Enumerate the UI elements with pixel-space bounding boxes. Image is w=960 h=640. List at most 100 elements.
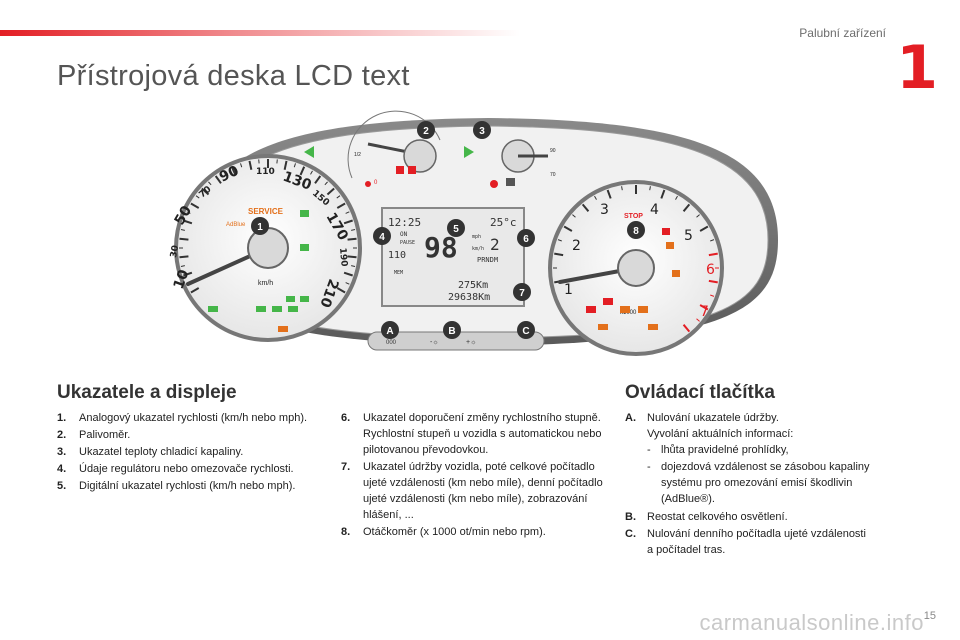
gauge-tick	[214, 175, 222, 184]
callout-3: 3	[479, 126, 485, 137]
callout-6: 6	[523, 234, 529, 245]
gauge-tick	[293, 163, 296, 168]
gauge-tick	[201, 187, 210, 196]
page-title: Přístrojová deska LCD text	[57, 60, 410, 92]
gauge-tick	[347, 255, 357, 259]
chapter-number: 1	[896, 33, 938, 103]
list-item: 4.Údaje regulátoru nebo omezovače rychlo…	[57, 463, 294, 475]
callouts: 1 2 3 4 5 6 7 8 A B C	[251, 121, 645, 339]
gauge-tick	[326, 187, 335, 196]
gauge-tick	[621, 186, 623, 191]
gauge-tick	[299, 166, 306, 176]
callout-c: C	[522, 326, 529, 337]
lcd-display: 12:25 25°c 98 mph km/h 2 PRNDM ON PAUSE …	[381, 207, 525, 307]
gauge-tick	[563, 225, 573, 232]
section-label: Palubní zařízení	[799, 26, 886, 40]
gauge-tick	[696, 214, 700, 218]
button-c-label: +☼	[466, 339, 477, 346]
list-item: A. Nulování ukazatele údržby.Vyvolání ak…	[625, 412, 870, 505]
tacho-warning-lights	[586, 228, 680, 330]
speedo-warning-lights	[208, 210, 309, 332]
gauge-tick	[660, 189, 666, 199]
list-item: C.Nulování denního počítadla ujeté vzdál…	[625, 528, 866, 556]
indicator-list: 1.Analogový ukazatel rychlosti (km/h neb…	[57, 410, 309, 495]
list-item: 5.Digitální ukazatel rychlosti (km/h neb…	[57, 480, 296, 492]
tacho-hub	[617, 249, 655, 287]
gauge-tick	[343, 219, 353, 225]
button-b-label: -☼	[430, 339, 439, 346]
gauge-tick	[710, 294, 715, 297]
gauge-tick	[310, 170, 313, 175]
right-turn-indicator	[464, 146, 474, 158]
tacho-tick-label: 6	[706, 262, 715, 278]
gauge-tick	[230, 166, 237, 176]
gauge-tick	[223, 170, 226, 175]
gauge-tick	[336, 202, 346, 209]
tacho-labels: 1 2 3 4 5 6 7	[564, 202, 715, 320]
lcd-gear: 2	[490, 235, 500, 254]
lcd-limit: 110	[388, 250, 406, 261]
gauge-tick	[183, 219, 193, 225]
lcd-unit-mph: mph	[472, 234, 481, 240]
gauge-tick	[240, 163, 243, 168]
gauge-tick	[351, 229, 356, 231]
fuel-empty-mark: 0	[374, 180, 378, 186]
list-item: 2.Palivoměr.	[57, 429, 131, 441]
gauge-tick	[696, 318, 700, 322]
gauge-tick	[347, 237, 357, 241]
watermark: carmanualsonline.info	[699, 610, 924, 635]
gauge-tick	[594, 195, 597, 200]
speedo-tick-label: 90	[217, 163, 242, 186]
tacho-tick-label: 5	[684, 228, 693, 244]
speedo-unit: km/h	[258, 280, 273, 287]
lcd-gear-strip: PRNDM	[477, 256, 498, 264]
gauge-tick	[554, 252, 564, 257]
gauge-tick	[336, 195, 341, 199]
temperature-gauge: 90 70	[304, 139, 556, 188]
temp-mark: 70	[550, 172, 556, 178]
gauge-tick	[606, 189, 612, 199]
tacho-tick-label: 1	[564, 282, 573, 298]
gauge-tick	[180, 229, 185, 231]
gauge-tick	[324, 181, 328, 186]
list-item: 3.Ukazatel teploty chladicí kapaliny.	[57, 446, 244, 458]
callout-7: 7	[519, 288, 525, 299]
callout-8: 8	[633, 226, 639, 237]
gauge-tick	[190, 287, 200, 294]
button-a-label: 000	[386, 340, 397, 346]
tacho-tick-label: 2	[572, 238, 581, 254]
list-item: 7.Ukazatel údržby vozidla, poté celkové …	[341, 461, 603, 521]
gauge-tick	[581, 203, 590, 212]
heading-indicators: Ukazatele a displeje	[57, 382, 237, 403]
callout-2: 2	[423, 126, 429, 137]
temp-mark: 90	[550, 148, 556, 154]
fuel-gauge: 1/2 0	[347, 110, 441, 187]
gauge-tick	[649, 186, 651, 191]
header-accent-bar	[0, 30, 520, 36]
gauge-tick	[710, 239, 715, 242]
lcd-time: 12:25	[388, 216, 421, 229]
speedometer: 10 30 50 70 90 110 130 150 170 190 210 S…	[169, 154, 362, 342]
callout-a: A	[386, 326, 393, 337]
gauge-tick	[195, 195, 200, 199]
heading-controls: Ovládací tlačítka	[625, 382, 775, 403]
speedo-tick-label: 110	[256, 167, 275, 177]
gauge-tick	[179, 237, 189, 241]
gauge-tick	[682, 203, 691, 212]
lcd-mem: MEM	[394, 270, 403, 276]
lcd-temp: 25°c	[490, 216, 517, 229]
fuel-half-mark: 1/2	[354, 152, 361, 158]
gauge-tick	[351, 265, 356, 267]
tacho-tick-label: 7	[700, 304, 709, 320]
gauge-tick	[699, 304, 709, 311]
lcd-pause: PAUSE	[400, 240, 415, 246]
page-number: 15	[923, 610, 936, 622]
callout-1: 1	[257, 222, 263, 233]
sublist-item: -lhůta pravidelné prohlídky,	[647, 444, 789, 456]
gauge-tick	[708, 252, 718, 257]
stop-label: STOP	[624, 213, 643, 220]
gauge-tick	[557, 239, 562, 242]
gauge-tick	[572, 214, 576, 218]
list-item: 8.Otáčkoměr (x 1000 ot/min nebo rpm).	[341, 526, 546, 538]
tacho-tick-label: 4	[650, 202, 659, 218]
